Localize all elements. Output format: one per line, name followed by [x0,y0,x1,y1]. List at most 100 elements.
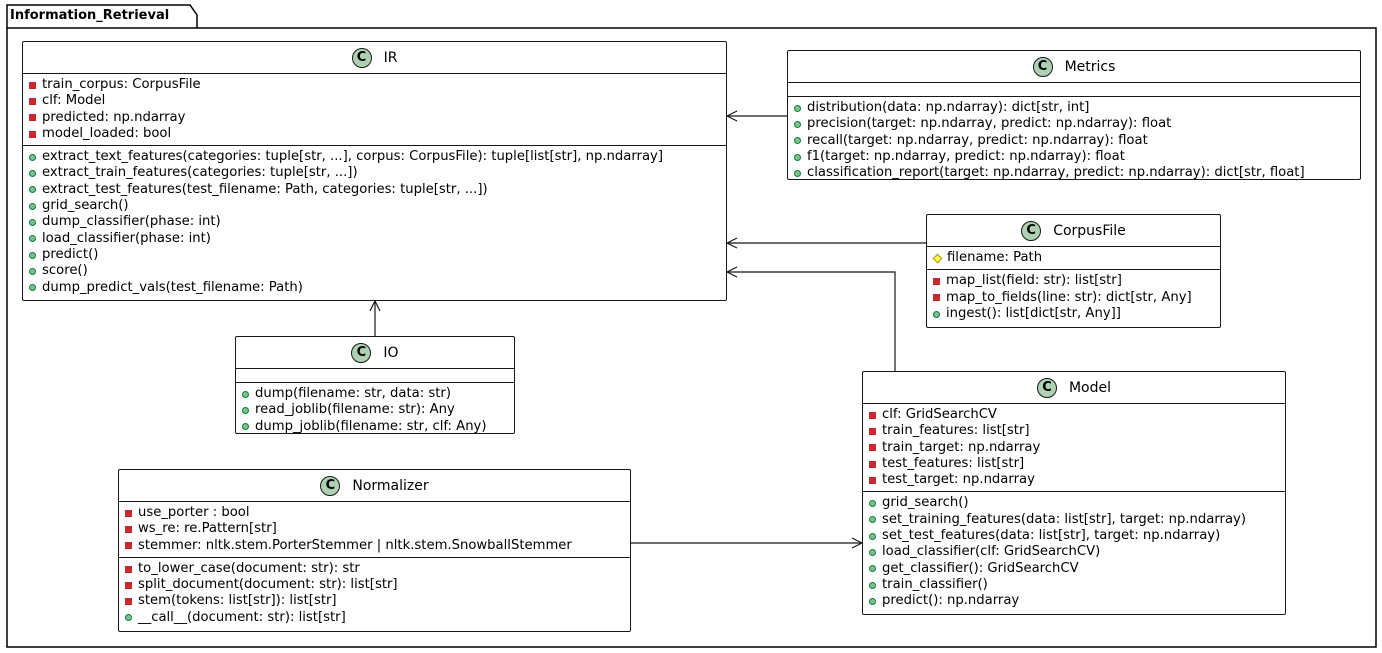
method-row: train_classifier() [869,577,1285,593]
attribute-row: ws_re: re.Pattern[str] [125,521,630,537]
method-row: grid_search() [29,198,726,214]
attribute-row: train_features: list[str] [869,423,1285,439]
public-visibility-icon [869,549,876,557]
attribute-text: model_loaded: bool [42,125,172,141]
public-visibility-icon [29,202,36,210]
method-text: load_classifier(clf: GridSearchCV) [882,544,1101,560]
protected-visibility-icon [932,253,943,264]
method-text: classification_report(target: np.ndarray… [807,165,1305,181]
method-row: extract_text_features(categories: tuple[… [29,149,726,165]
public-visibility-icon [794,137,801,145]
method-text: load_classifier(phase: int) [42,230,211,246]
public-visibility-icon [29,284,36,292]
public-visibility-icon [29,186,36,194]
method-row: split_document(document: str): list[str] [125,577,630,593]
private-visibility-icon [125,525,132,533]
class-attributes-section [236,369,514,382]
method-row: load_classifier(phase: int) [29,231,726,247]
attribute-text: test_features: list[str] [882,455,1025,471]
method-text: precision(target: np.ndarray, predict: n… [807,116,1172,132]
attribute-row: use_porter : bool [125,505,630,521]
private-visibility-icon [29,97,36,105]
public-visibility-icon [933,310,940,318]
class-methods-section: extract_text_features(categories: tuple[… [23,145,726,299]
method-row: predict() [29,247,726,263]
method-row: dump_joblib(filename: str, clf: Any) [242,419,514,435]
method-row: precision(target: np.ndarray, predict: n… [794,116,1360,132]
method-row: set_test_features(data: list[str], targe… [869,528,1285,544]
attribute-text: stemmer: nltk.stem.PorterStemmer | nltk.… [138,537,572,553]
class-attributes-section: filename: Path [927,247,1220,269]
public-visibility-icon [869,581,876,589]
method-text: map_list(field: str): list[str] [946,273,1122,289]
private-visibility-icon [125,598,132,606]
method-row: map_to_fields(line: str): dict[str, Any] [933,290,1220,306]
method-text: map_to_fields(line: str): dict[str, Any] [946,289,1192,305]
private-visibility-icon [869,460,876,468]
public-visibility-icon [794,104,801,112]
private-visibility-icon [933,294,940,302]
private-visibility-icon [869,411,876,419]
class-header: C IR [23,42,726,74]
method-text: predict(): np.ndarray [882,593,1020,609]
class-name: IR [383,49,398,66]
attribute-text: clf: Model [42,93,106,109]
class-stereotype-icon: C [351,342,372,363]
package-frame [6,27,1377,648]
class-stereotype-icon: C [1036,377,1057,398]
attribute-row: clf: Model [29,93,726,109]
method-row: get_classifier(): GridSearchCV [869,561,1285,577]
public-visibility-icon [29,219,36,227]
method-row: to_lower_case(document: str): str [125,561,630,577]
method-row: recall(target: np.ndarray, predict: np.n… [794,133,1360,149]
method-row: read_joblib(filename: str): Any [242,402,514,418]
public-visibility-icon [869,597,876,605]
method-text: extract_text_features(categories: tuple[… [42,149,663,165]
method-row: __call__(document: str): list[str] [125,610,630,626]
method-text: distribution(data: np.ndarray): dict[str… [807,100,1090,115]
class-attributes-section [788,83,1360,96]
public-visibility-icon [869,532,876,540]
attribute-row: predicted: np.ndarray [29,110,726,126]
method-text: ingest(): list[dict[str, Any]] [946,305,1121,321]
attribute-text: train_target: np.ndarray [882,439,1041,455]
attribute-row: test_features: list[str] [869,456,1285,472]
method-row: classification_report(target: np.ndarray… [794,165,1360,181]
method-row: extract_test_features(test_filename: Pat… [29,182,726,198]
private-visibility-icon [125,565,132,573]
method-text: dump_predict_vals(test_filename: Path) [42,279,303,295]
private-visibility-icon [29,130,36,138]
private-visibility-icon [869,427,876,435]
class-stereotype-icon: C [351,47,372,68]
method-text: stem(tokens: list[str]): list[str] [138,593,337,609]
method-row: grid_search() [869,495,1285,511]
attribute-text: train_features: list[str] [882,423,1030,439]
method-text: to_lower_case(document: str): str [138,560,360,576]
method-text: grid_search() [42,198,129,214]
method-row: load_classifier(clf: GridSearchCV) [869,544,1285,560]
class-stereotype-icon: C [320,475,341,496]
attribute-text: use_porter : bool [138,505,250,520]
attribute-row: train_target: np.ndarray [869,440,1285,456]
method-text: set_test_features(data: list[str], targe… [882,528,1221,544]
public-visibility-icon [29,251,36,259]
method-text: extract_train_features(categories: tuple… [42,165,358,181]
method-row: dump_predict_vals(test_filename: Path) [29,280,726,296]
method-text: dump_classifier(phase: int) [42,214,221,230]
attribute-text: ws_re: re.Pattern[str] [138,521,277,537]
attribute-row: train_corpus: CorpusFile [29,77,726,93]
attribute-row: filename: Path [932,250,1220,266]
private-visibility-icon [29,114,36,122]
